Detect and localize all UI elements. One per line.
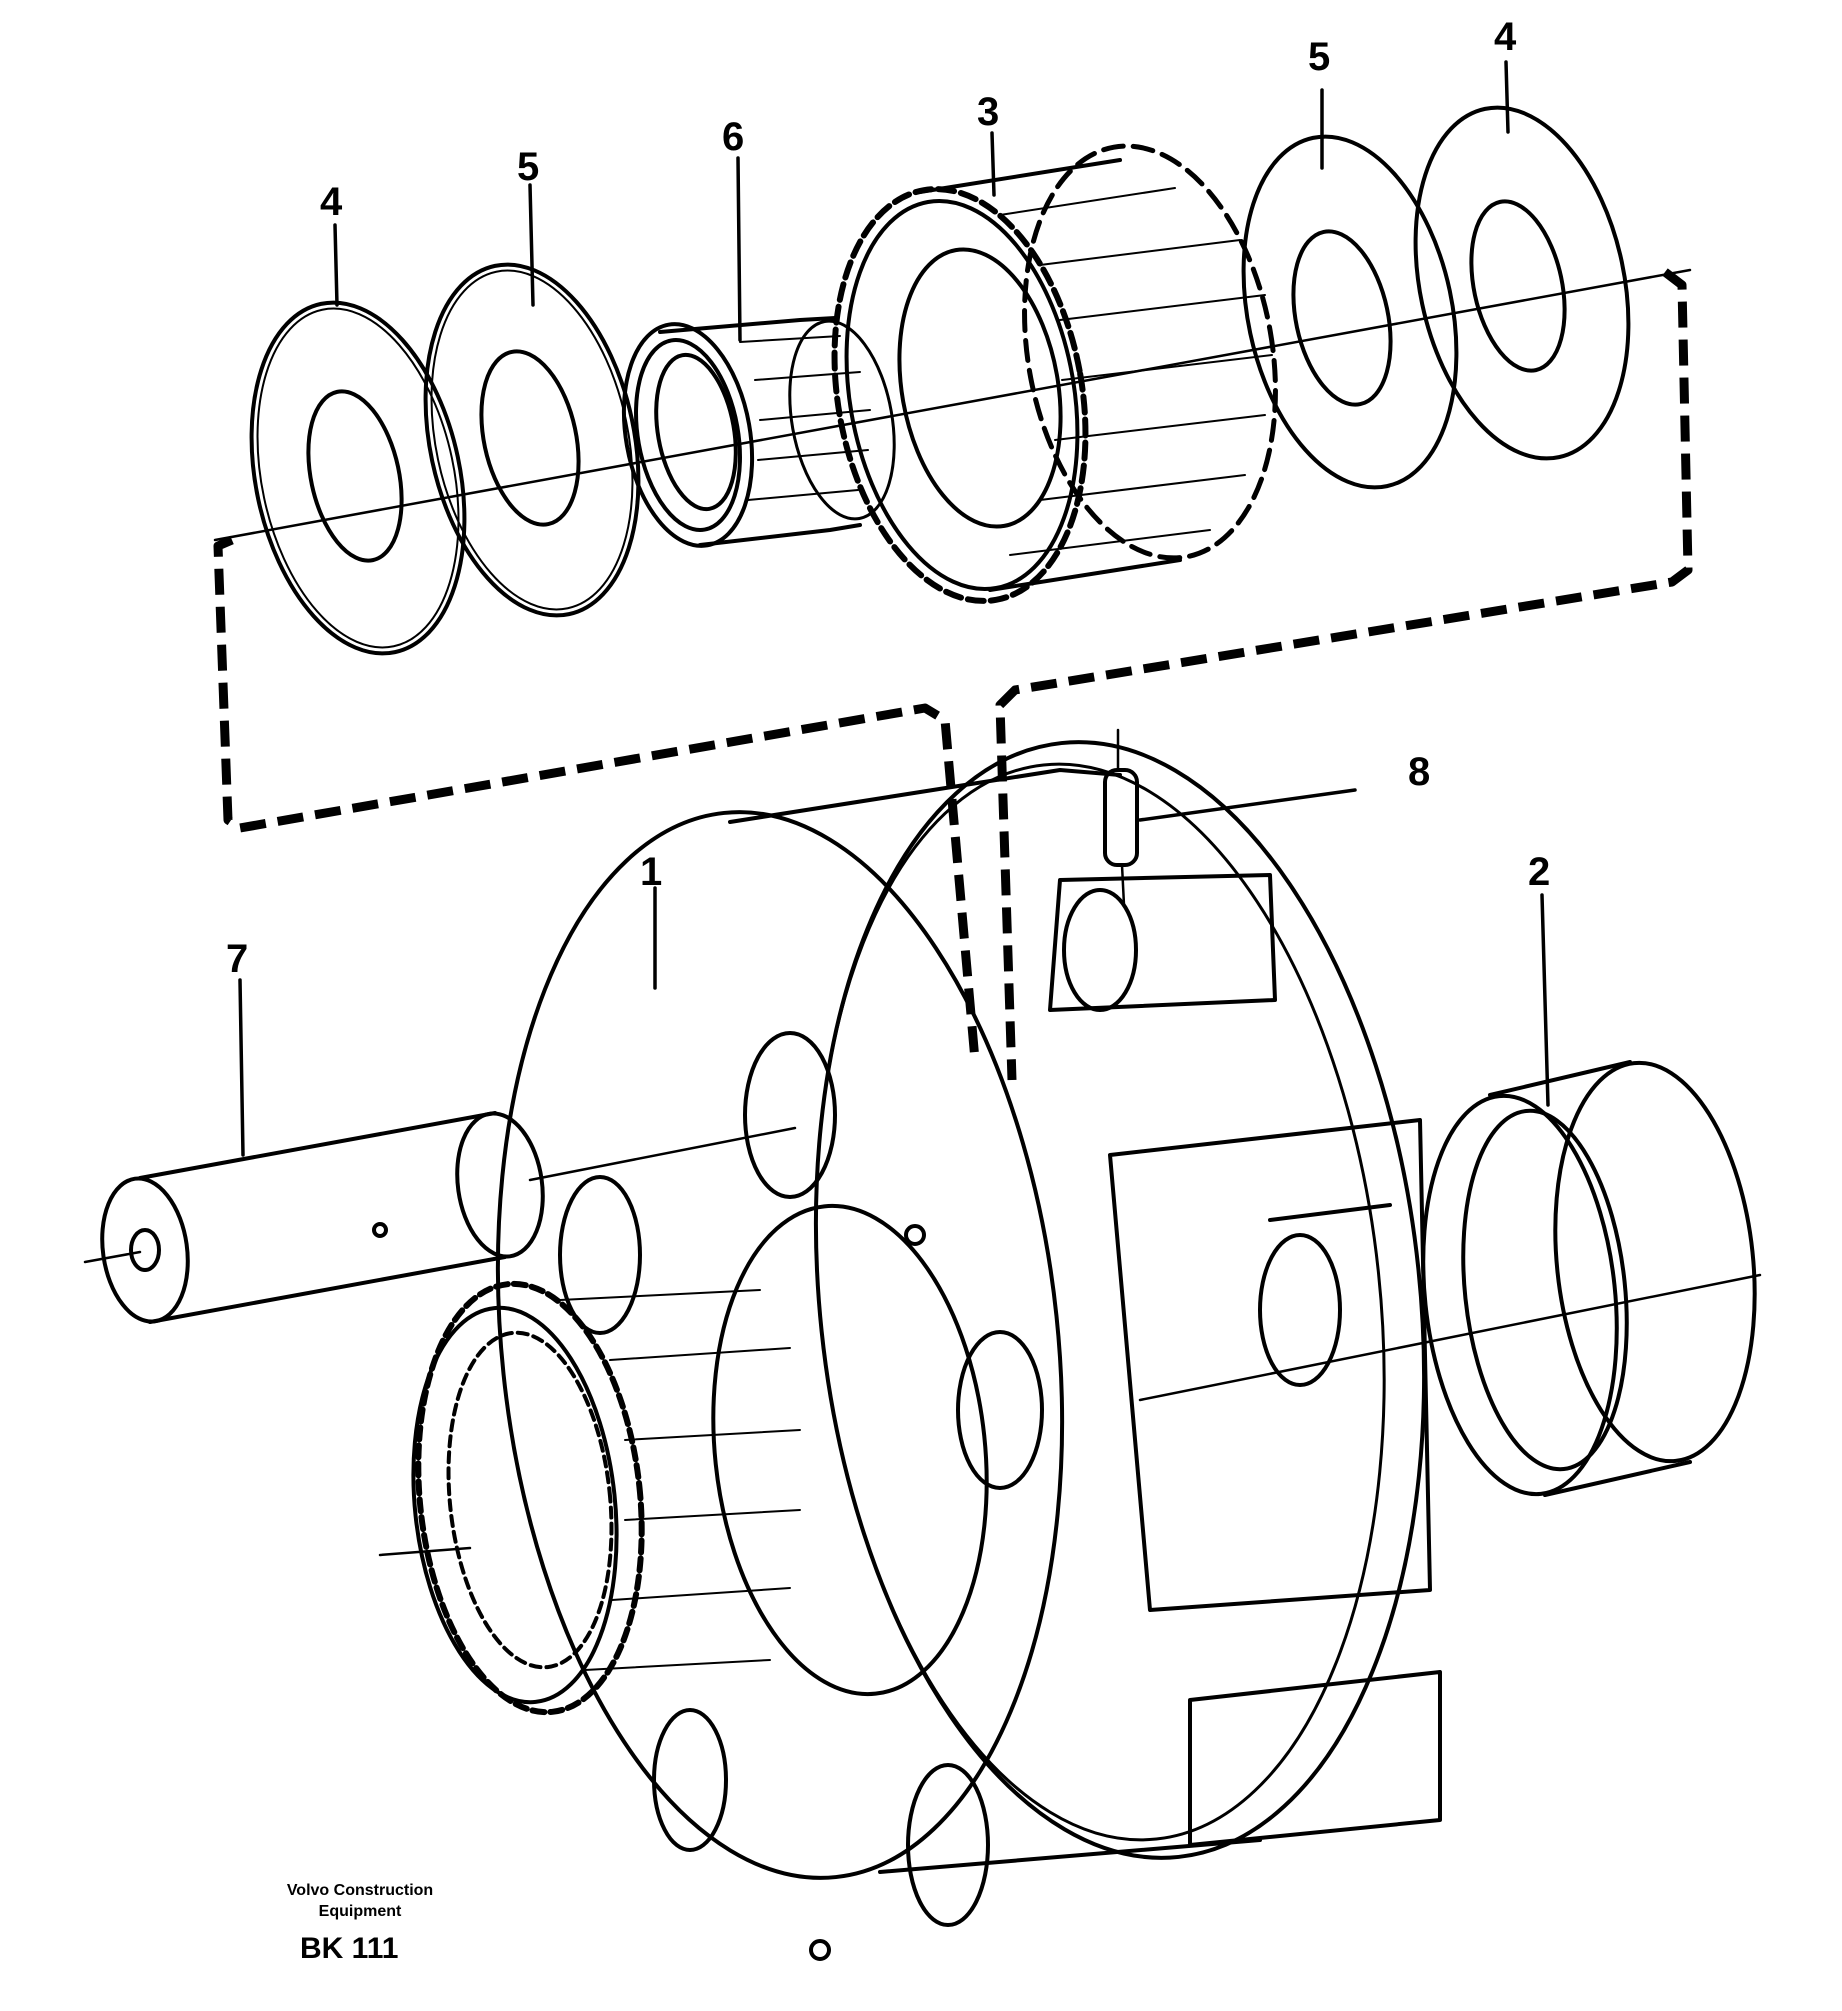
planet-shaft (83, 1111, 797, 1324)
callout-6: 6 (722, 115, 744, 159)
publisher-credit: Volvo Construction Equipment BK 111 (287, 1882, 433, 1965)
callout-3: 3 (977, 90, 999, 134)
thrust-washer-right (1413, 105, 1631, 461)
callout-4-right: 4 (1494, 15, 1517, 59)
spacer-washer-right (1241, 134, 1459, 490)
planet-carrier (495, 740, 1442, 1961)
callout-5-left: 5 (517, 145, 539, 189)
diagram-code: BK 111 (300, 1932, 398, 1965)
callout-labels: 4 5 6 3 5 4 8 1 2 7 (226, 15, 1550, 981)
lower-axis-line-hub (378, 1546, 472, 1557)
thrust-washer-left (249, 300, 467, 656)
planet-gear (831, 143, 1278, 604)
callout-4-left: 4 (320, 180, 343, 224)
needle-bearing (621, 316, 896, 548)
credit-line-1: Volvo Construction (287, 1882, 433, 1899)
callout-8: 8 (1408, 750, 1430, 794)
upper-axis-line (213, 268, 1692, 542)
lower-axis-line-carrier (1138, 1273, 1762, 1402)
callout-5-right: 5 (1308, 35, 1330, 79)
lock-pin (1103, 728, 1139, 907)
assembly-bracket-right (995, 268, 1693, 1081)
callout-leaders (238, 60, 1550, 1157)
callout-1: 1 (640, 850, 662, 894)
credit-line-2: Equipment (319, 1903, 402, 1920)
splined-hub (411, 1203, 989, 1716)
assembly-bracket-left (213, 535, 980, 1061)
bearing-ring (1421, 1060, 1757, 1497)
callout-7: 7 (226, 937, 248, 981)
callout-2: 2 (1528, 850, 1550, 894)
